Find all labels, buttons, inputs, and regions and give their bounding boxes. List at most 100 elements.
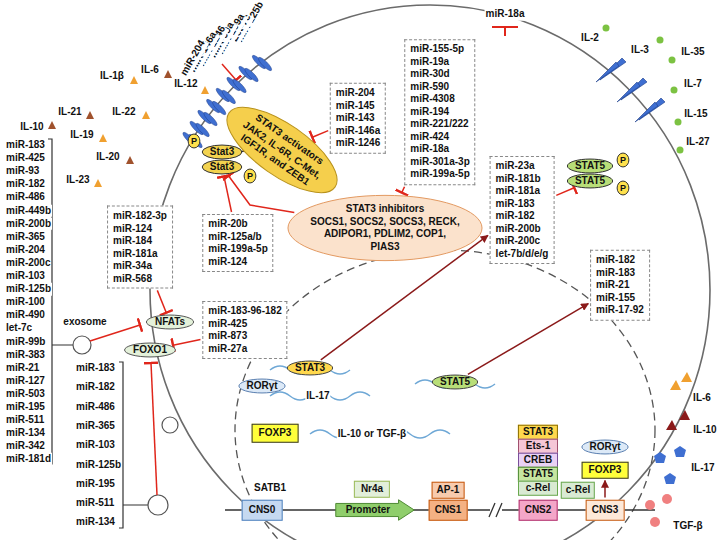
node-subtext: miR-145 (336, 99, 380, 112)
stat5-protein: STAT5 (567, 174, 613, 189)
part-label: exosome (62, 316, 107, 329)
node-text: Nr4a (361, 483, 383, 496)
node-text: CNS3 (592, 504, 619, 517)
ellipse-shape (287, 361, 332, 375)
node-subtext: miR-4308 (410, 93, 469, 106)
node-subtext: miR-181a (496, 185, 549, 198)
node-subtext: miR-183 (496, 198, 549, 211)
mirna-label: miR-200c (5, 257, 51, 270)
node-text: Ets-1 (523, 440, 553, 453)
cytokine-symbol (99, 134, 107, 142)
node-text: miR-204 (336, 87, 380, 100)
node-text: miR-23a (496, 160, 549, 173)
mirna-label: miR-134 (5, 427, 46, 440)
cytokine-label: IL-6 (692, 392, 712, 405)
node-text: FOXP3 (589, 464, 622, 477)
mirna-label: miR-100 (5, 296, 46, 309)
ellipse-shape (617, 181, 629, 195)
mirna-label: miR-200b (5, 217, 52, 230)
phospho-circle: P (617, 181, 629, 196)
stat3-protein: Stat3 (202, 145, 242, 160)
node-subtext: miR-199a-5p (208, 243, 267, 256)
cytokine-label: IL-3 (630, 44, 650, 57)
node-text: Promoter (346, 504, 390, 517)
node-text: RORγt (246, 380, 277, 393)
inhibition-connector (312, 131, 328, 138)
node-subtext: miR-590 (410, 81, 469, 94)
node-subtext: miR-181b (496, 173, 549, 186)
cytokine-label: IL-19 (69, 129, 94, 142)
node-subtext: miR-124 (208, 256, 267, 269)
node-text: FOXP3 (259, 427, 292, 440)
cns-box: CNS0 (242, 500, 283, 521)
ellipse-shape (288, 195, 482, 260)
mirna-label: miR-103 (75, 439, 116, 452)
mirna-label: miR-127 (5, 375, 46, 388)
stat5-factor: STAT5 (432, 375, 478, 390)
mirna-label: miR-490 (5, 309, 46, 322)
node-subtext: miR-194 (410, 106, 469, 119)
node-text: NFATs (155, 316, 185, 329)
mirna-list-box: miR-204miR-145miR-143miR-146amiR-1246 (330, 83, 386, 154)
node-text: STAT5 (575, 160, 605, 173)
bracket (48, 139, 73, 464)
gene-break (489, 503, 502, 517)
receptor-chain (221, 89, 237, 105)
node-text: RORγt (589, 441, 620, 454)
node-text: STAT3 (295, 362, 325, 375)
node-subtext: miR-124 (113, 222, 167, 235)
mirna-list-box: miR-155-5pmiR-19amiR-30dmiR-590miR-4308m… (404, 39, 475, 185)
exosome-circle (73, 336, 91, 354)
node-subtext: miR-199a-5p (410, 168, 469, 181)
ror-factor: RORγt (581, 440, 628, 455)
node-subtext: miR-873 (208, 330, 281, 343)
mirna-label: miR-342 (5, 440, 46, 453)
ellipse-shape (188, 134, 200, 148)
cytokine-label: IL-21 (57, 106, 82, 119)
node-text: CNS0 (249, 504, 276, 517)
node-subtext: miR-182 (496, 210, 549, 223)
node-text: miR-182 (596, 254, 644, 267)
cns-box: CNS1 (429, 500, 468, 521)
mirna-label: miR-449b (5, 204, 52, 217)
ellipse-shape (432, 375, 477, 389)
phospho-circle: P (188, 134, 200, 149)
node-subtext: miR-200c (496, 235, 549, 248)
foxo1-ellipse: FOXO1 (124, 343, 176, 358)
node-text: STAT3 inhibitors (310, 203, 460, 216)
mirna-label: miR-181d (5, 453, 52, 466)
mirna-label: miR-134 (75, 516, 116, 529)
node-subtext: miR-18a (410, 143, 469, 156)
foxp3-box: FOXP3 (252, 424, 299, 443)
node-subtext: miR-200b (496, 223, 549, 236)
node-text: STAT5 (575, 175, 605, 188)
inhibitor-ellipse: STAT3 inhibitorsSOCS1, SOCS2, SOCS3, REC… (286, 194, 484, 262)
ellipse-shape (125, 343, 176, 357)
node-text: c-Rel (566, 484, 590, 497)
promoter-arrow: Promoter (336, 500, 414, 521)
cytokine-symbol (130, 76, 138, 84)
cytokine-receptor (596, 58, 665, 122)
mirna-list-box: miR-23amiR-181bmiR-181amiR-183miR-182miR… (490, 156, 555, 264)
stat3-factor: STAT3 (287, 361, 333, 376)
node-text: Stat3 (210, 161, 234, 174)
mirna-label: miR-125b (75, 458, 122, 471)
mirna-label: miR-195 (5, 401, 46, 414)
activation-arrow (468, 304, 588, 375)
tf-box: AP-1 (432, 482, 465, 499)
cytokine-label: IL-17 (305, 390, 330, 403)
cytokine-label: IL-15 (683, 108, 708, 121)
mirna-label: miR-183 (5, 139, 46, 152)
mirna-label: miR-365 (5, 230, 46, 243)
mirna-list-box: miR-20bmiR-125a/bmiR-199a-5pmiR-124 (202, 214, 273, 272)
receptor-chain (231, 78, 247, 94)
node-text: c-Rel (523, 482, 553, 495)
mirna-label: miR-425 (5, 152, 46, 165)
node-text: AP-1 (437, 484, 460, 497)
mirna-label: miR-103 (5, 270, 46, 283)
node-subtext: miR-143 (336, 112, 380, 125)
ellipse-shape (202, 145, 242, 159)
ellipse-shape (244, 169, 256, 183)
node-text: CREB (523, 454, 553, 467)
node-subtext: miR-183 (596, 266, 644, 279)
